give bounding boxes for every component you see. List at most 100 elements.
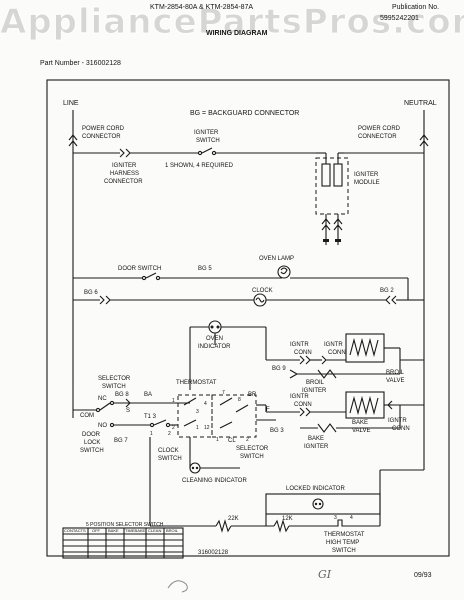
broil-valve-label-1: BROIL <box>386 370 405 376</box>
selector-switch-bottom-label-2: SWITCH <box>240 454 264 460</box>
igniter-harness-connector <box>119 148 131 158</box>
locked-indicator-box <box>265 493 381 515</box>
igniter-harness-label-1: IGNITER <box>112 163 137 169</box>
watermark: AppliancePartsPros.com <box>0 2 464 43</box>
igntr-conn-broil-a <box>299 355 311 365</box>
bg7-label: BG 7 <box>114 438 128 444</box>
bg2-label: BG 2 <box>380 288 394 294</box>
selector-switch-box <box>211 394 257 438</box>
cleaning-indicator-label: CLEANING INDICATOR <box>182 478 247 484</box>
com-label: COM <box>80 413 94 419</box>
thermostat-label: THERMOSTAT <box>176 380 217 386</box>
publication-label: Publication No. <box>392 4 440 11</box>
door-switch-label: DOOR SWITCH <box>118 266 162 272</box>
igniter-switch-contact <box>201 147 213 154</box>
contact-3: 3 <box>196 409 199 415</box>
chart-header-off: OFF <box>92 528 100 533</box>
door-lock-switch-label-1: DOOR <box>82 432 100 438</box>
line-label: LINE <box>63 100 79 107</box>
igniter-harness-label-3: CONNECTOR <box>104 179 143 185</box>
bg-legend: BG = BACKGUARD CONNECTOR <box>190 110 300 117</box>
schematic-border <box>46 79 450 557</box>
igntr-conn-1-label-1: IGNTR <box>290 342 309 348</box>
broil-valve-label-2: VALVE <box>386 378 405 384</box>
igntr-conn-3-label-1: IGNTR <box>290 394 309 400</box>
model-line: KTM-2854-80A & KTM-2854-87A <box>150 4 254 11</box>
igniter-switch-label-1: IGNITER <box>194 130 219 136</box>
shown-required-label: 1 SHOWN, 4 REQUIRED <box>165 163 234 169</box>
high-temp-switch-label-1: THERMOSTAT <box>324 532 365 538</box>
chart-header-timebake: TIMEBAKE <box>125 528 146 533</box>
br-label: BR <box>248 392 257 398</box>
power-cord-right-label-2: CONNECTOR <box>358 134 397 140</box>
chart-header-clean: CLEAN <box>148 528 162 533</box>
clock-label: CLOCK <box>252 288 273 294</box>
cl-label: CL <box>228 438 236 444</box>
broil-igniter-label-2: IGNITER <box>302 388 327 394</box>
locked-indicator-lamp <box>312 498 324 510</box>
handwriting-mark <box>167 580 188 593</box>
resistor-12k <box>273 519 290 533</box>
igniter-module-terminal-left <box>321 163 331 187</box>
sel-contact-1: 1 <box>216 437 219 443</box>
contact-2: 2 <box>172 425 175 431</box>
part-number: Part Number - 316002128 <box>40 60 121 67</box>
power-cord-left-label-1: POWER CORD <box>82 126 124 132</box>
igntr-conn-3-label-2: CONN <box>294 402 312 408</box>
igntr-conn-4-label-1: IGNTR <box>388 418 407 424</box>
locked-indicator-label: LOCKED INDICATOR <box>286 486 345 492</box>
power-cord-connector-right <box>419 134 429 147</box>
selector-switch-chart <box>62 527 184 559</box>
selector-switch-top-label-2: SWITCH <box>102 384 126 390</box>
power-cord-left-label-2: CONNECTOR <box>82 134 121 140</box>
bg6-label: BG 6 <box>84 290 98 296</box>
chart-header-broil: BROIL <box>166 528 179 533</box>
chart-header-bake: BAKE <box>108 528 119 533</box>
bake-igniter-label-2: IGNITER <box>304 444 329 450</box>
contact-1: 1 <box>172 398 175 404</box>
s-label: S <box>126 408 131 414</box>
clock-switch-label-2: SWITCH <box>158 456 182 462</box>
bake-valve-label-2: VALVE <box>352 428 371 434</box>
contact-1b: 1 <box>196 425 199 431</box>
oven-lamp-label: OVEN LAMP <box>259 256 295 262</box>
oven-indicator-label-2: INDICATOR <box>198 344 231 350</box>
clock-contact-2: 2 <box>168 431 171 437</box>
igniter-module-terminal-right <box>333 163 343 187</box>
handwriting-label: GI <box>318 568 332 581</box>
bg2-connector <box>385 295 397 305</box>
diagram-label: WIRING DIAGRAM <box>206 30 268 37</box>
door-lock-switch-label-3: SWITCH <box>80 448 104 454</box>
door-lock-switch-com <box>95 407 101 413</box>
selector-switch-top-label-1: SELECTOR <box>98 376 131 382</box>
ba-label: BA <box>144 392 153 398</box>
chart-header-contacts: CONTACTS <box>64 528 86 533</box>
igniter-harness-label-2: HARNESS <box>110 171 140 177</box>
oven-indicator-label-1: OVEN <box>206 336 224 342</box>
nc-label: NC <box>98 396 107 402</box>
bake-valve-label-1: BAKE <box>352 420 369 426</box>
contact-7: 7 <box>222 390 225 396</box>
selector-switch-bottom-label-1: SELECTOR <box>236 446 269 452</box>
igniter-module-label-2: MODULE <box>354 180 380 186</box>
bake-valve-coil <box>349 395 379 416</box>
resistor-22k <box>215 519 232 533</box>
contact-12: 12 <box>204 425 210 431</box>
igniter-switch-label-2: SWITCH <box>196 138 220 144</box>
hi-contact-3: 3 <box>334 515 337 521</box>
high-temp-switch-label-2: HIGH TEMP <box>326 540 360 546</box>
date-label: 09/93 <box>414 572 432 579</box>
broil-igniter-label-1: BROIL <box>306 380 325 386</box>
igntr-conn-2-label-2: CONN <box>328 350 346 356</box>
power-cord-connector-left <box>68 134 78 147</box>
bg6-connector <box>99 295 111 305</box>
contact-4: 4 <box>204 401 207 407</box>
resistor-22k-label: 22K <box>228 516 239 522</box>
igntr-conn-bake-a <box>299 407 311 417</box>
broil-igniter-element <box>317 369 337 379</box>
door-lock-switch-label-2: LOCK <box>84 440 101 446</box>
bake-igniter-element <box>317 423 337 433</box>
igniter-module <box>315 157 349 215</box>
clock-switch-label-1: CLOCK <box>158 448 179 454</box>
